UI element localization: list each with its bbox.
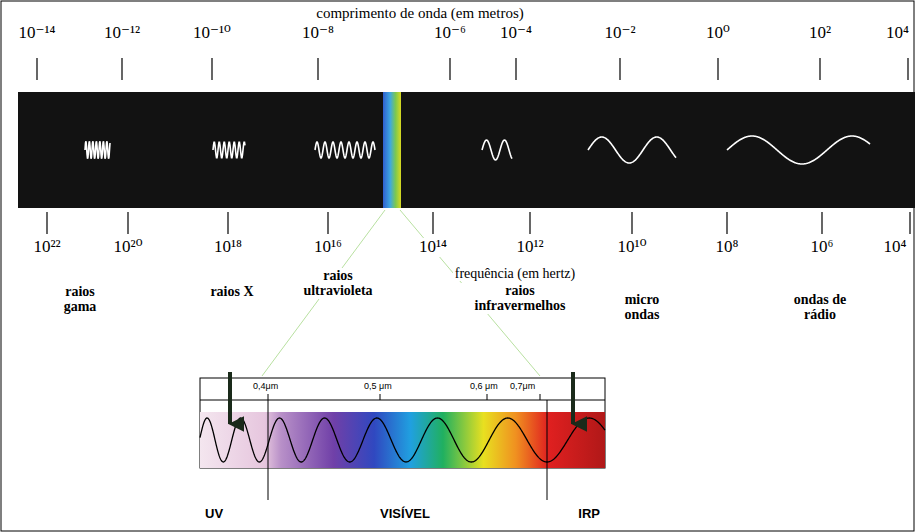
frequency-tick: 10⁴ [882, 238, 909, 257]
region-label: IRP [576, 507, 602, 521]
wavelength-tick: 10⁻⁶ [432, 24, 468, 43]
wavelength-tick: 10⁴ [884, 24, 911, 43]
frequency-tick: 10¹² [514, 238, 545, 257]
wavelength-tick: 10⁻¹⁴ [17, 24, 58, 43]
inset-frame [200, 378, 605, 468]
band-name: micro ondas [614, 292, 670, 323]
band-name: raios infravermelhos [461, 283, 580, 314]
wavelength-tick: 10⁻⁸ [300, 24, 336, 43]
frequency-tick: 10¹⁴ [417, 238, 449, 257]
pointer-arrow [571, 372, 575, 424]
wavelength-tick: 10⁻⁴ [498, 24, 534, 43]
wavelength-tick: 10⁰ [704, 24, 732, 43]
wavelength-tick: 10⁻¹² [102, 24, 142, 43]
scale-label: 0,4μm [251, 382, 280, 392]
scale-label: 0,5 μm [362, 382, 394, 392]
region-label: UV [203, 507, 225, 521]
frequency-tick: 10²⁰ [112, 238, 145, 257]
wavelength-tick: 10⁻² [602, 24, 637, 43]
frequency-tick: 10⁸ [714, 238, 741, 257]
band-name: raios X [208, 284, 255, 299]
scale-label: 0,6 μm [468, 382, 500, 392]
region-label: VISÍVEL [378, 507, 432, 521]
band-name: raios ultravioleta [286, 268, 390, 299]
pointer-arrow [228, 372, 232, 424]
light-wave [200, 418, 605, 462]
frequency-tick: 10¹⁸ [212, 238, 244, 257]
visible-stripe [383, 92, 401, 208]
scale-label: 0,7μm [508, 382, 537, 392]
axis-title: comprimento de onda (em metros) [314, 5, 525, 22]
frequency-tick: 10¹⁰ [616, 238, 649, 257]
wavelength-tick: 10⁻¹⁰ [191, 24, 233, 43]
frequency-tick: 10²² [31, 238, 62, 257]
band-name: ondas de rádio [778, 292, 862, 323]
wavelength-tick: 10² [807, 24, 833, 43]
band-name: raios gama [48, 284, 112, 315]
visible-spectrum [200, 412, 605, 468]
frequency-tick: 10¹⁶ [312, 238, 344, 257]
spectrum-band [18, 92, 915, 208]
axis-title: frequência (em hertz) [453, 266, 577, 281]
frequency-tick: 10⁶ [809, 238, 836, 257]
